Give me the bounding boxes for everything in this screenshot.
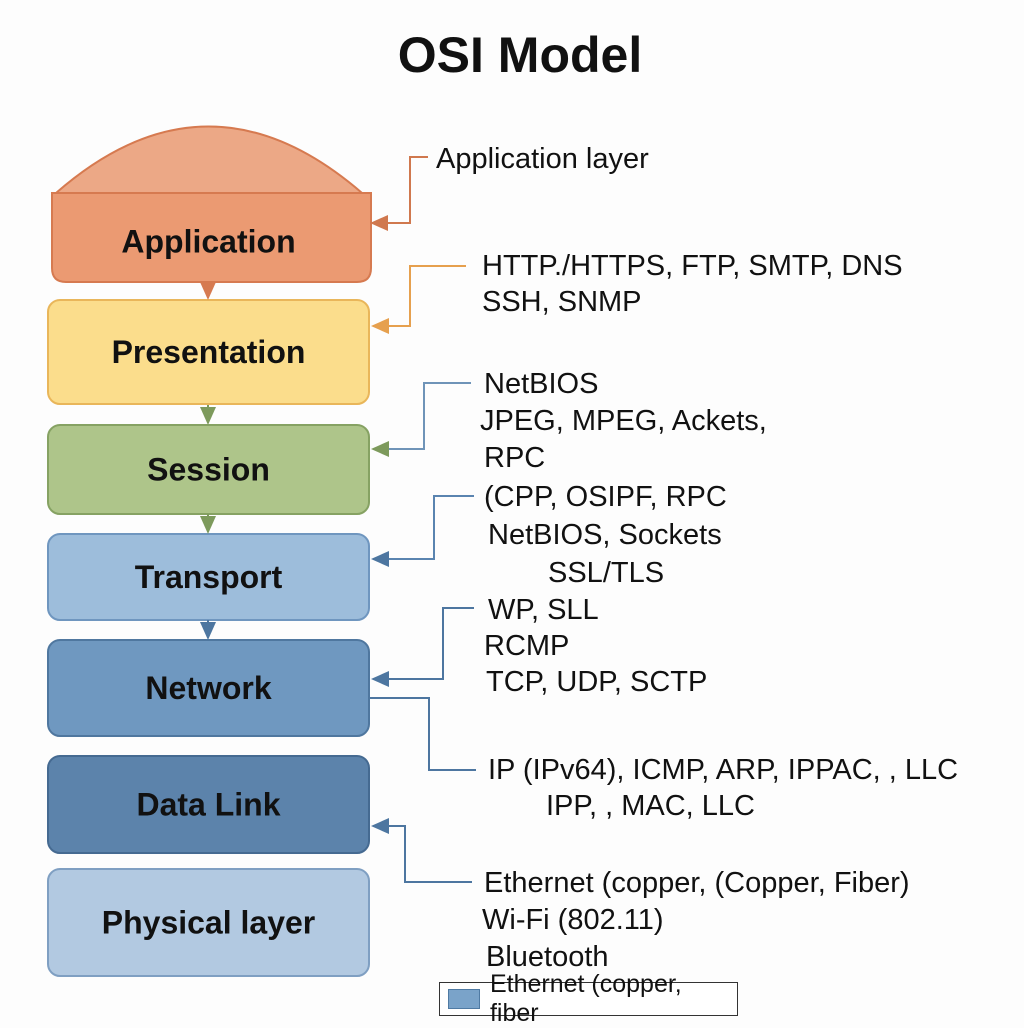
annotation-line: NetBIOS, Sockets [488, 519, 722, 551]
annotation-line: RPC [484, 442, 545, 474]
layer-label: Application [121, 224, 295, 260]
layer-label: Transport [135, 559, 283, 595]
connector-network-out [370, 697, 476, 771]
annotation-line: WP, SLL [488, 594, 599, 626]
annotation-line: SSH, SNMP [482, 286, 642, 318]
annotation-line: IPP, , MAC, LLC [546, 790, 755, 822]
annotation-line: (CPP, OSIPF, RPC [484, 481, 727, 513]
annotation-line: HTTP./HTTPS, FTP, SMTP, DNS [482, 250, 903, 282]
annotation-line: TCP, UDP, SCTP [486, 666, 707, 698]
connector-application-layer [370, 156, 428, 231]
annotation-2: NetBIOS JPEG, MPEG, Ackets, RPC [480, 368, 767, 474]
layer-label: Data Link [136, 787, 280, 823]
annotation-line: IP (IPv64), ICMP, ARP, IPPAC, , LLC [488, 754, 958, 786]
legend: Ethernet (copper, fiber [439, 970, 738, 1027]
connector-session [371, 382, 471, 457]
annotation-6: Ethernet (copper, (Copper, Fiber) Wi-Fi (… [482, 867, 910, 973]
layer-box [47, 868, 370, 977]
layer-label: Network [145, 670, 271, 706]
annotation-4: WP, SLL RCMP TCP, UDP, SCTP [484, 594, 707, 698]
annotation-5: IP (IPv64), ICMP, ARP, IPPAC, , LLC IPP, … [488, 754, 958, 822]
layer-session: Session [47, 424, 370, 515]
layer-label: Presentation [112, 334, 306, 370]
annotation-1: HTTP./HTTPS, FTP, SMTP, DNS SSH, SNMP [482, 250, 903, 318]
annotation-line: JPEG, MPEG, Ackets, [480, 405, 767, 437]
layer-physical-layer: Physical layer [47, 868, 370, 977]
connector-data-link [371, 818, 472, 883]
legend-label: Ethernet (copper, fiber [489, 970, 682, 1027]
layer-network: Network [47, 639, 370, 737]
legend-swatch [448, 989, 480, 1009]
layer-transport: Transport [47, 533, 370, 621]
diagram-title: OSI Model [397, 27, 643, 83]
connector-transport [371, 495, 474, 567]
annotation-line: RCMP [484, 630, 569, 662]
annotation-line: Bluetooth [486, 941, 609, 973]
annotation-line: SSL/TLS [548, 557, 664, 589]
layer-label: Session [147, 452, 270, 488]
annotation-line: Wi-Fi (802.11) [482, 904, 664, 936]
layer-label: Physical layer [102, 905, 315, 941]
layer-presentation: Presentation [47, 299, 370, 405]
annotation-line: Application layer [436, 143, 649, 175]
layer-box [47, 755, 370, 854]
layer-box [47, 299, 370, 405]
annotation-line: Ethernet (copper, (Copper, Fiber) [484, 867, 910, 899]
layer-data-link: Data Link [47, 755, 370, 854]
annotation-line: NetBIOS [484, 368, 598, 400]
connector-network-in [371, 607, 474, 687]
application-dome [53, 125, 365, 194]
layer-application: Application [51, 192, 372, 283]
annotation-0: Application layer [436, 143, 649, 175]
layer-box [51, 192, 372, 283]
connector-presentation [371, 265, 466, 334]
layer-box [47, 639, 370, 737]
